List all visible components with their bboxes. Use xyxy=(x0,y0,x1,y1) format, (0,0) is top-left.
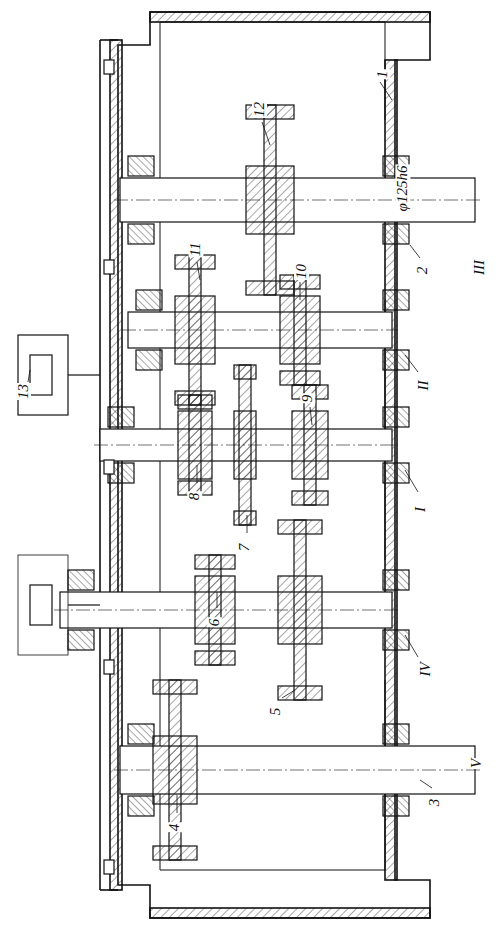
callout-number: 3 xyxy=(427,798,442,808)
callout-number: 5 xyxy=(268,707,283,717)
bearing xyxy=(383,570,409,590)
bearing xyxy=(128,796,154,816)
bearing xyxy=(128,156,154,176)
bearing xyxy=(383,630,409,650)
callout-number: 6 xyxy=(207,618,222,628)
bearing xyxy=(383,724,409,744)
callout-number: 13 xyxy=(16,383,31,400)
bearing xyxy=(108,407,134,427)
bearing xyxy=(383,290,409,310)
callout-number: V xyxy=(469,758,484,769)
bearing xyxy=(136,350,162,370)
gear-rim xyxy=(292,491,328,505)
callout-number: 2 xyxy=(415,266,430,276)
bolt xyxy=(104,460,114,474)
gear-rim xyxy=(234,365,256,379)
gear-rim xyxy=(178,395,212,409)
callout-number: 12 xyxy=(252,101,267,118)
gear-rim xyxy=(278,686,322,700)
callout-number: 9 xyxy=(300,394,315,404)
gear-rim xyxy=(153,680,197,694)
gear-web xyxy=(239,365,251,525)
gear-rim xyxy=(278,520,322,534)
bearing xyxy=(68,570,94,590)
bearing xyxy=(383,796,409,816)
center-line xyxy=(114,200,481,201)
callout-number: 8 xyxy=(187,492,202,502)
callout-number: 4 xyxy=(167,823,182,833)
callout-number: III xyxy=(472,259,487,276)
bolt xyxy=(104,660,114,674)
bearing xyxy=(68,630,94,650)
callout-number: II xyxy=(415,380,430,392)
bolt xyxy=(104,260,114,274)
bearing xyxy=(136,290,162,310)
gear-web xyxy=(294,275,306,385)
callout-number: 11 xyxy=(188,242,203,258)
gear-rim xyxy=(153,846,197,860)
gear-web xyxy=(169,680,181,860)
bolt xyxy=(104,60,114,74)
callout-number: 1 xyxy=(375,70,390,80)
gear-rim xyxy=(280,371,320,385)
bearing xyxy=(383,224,409,244)
bearing xyxy=(383,463,409,483)
gear-rim xyxy=(195,651,235,665)
bearing xyxy=(128,224,154,244)
gear-web xyxy=(189,255,201,405)
dimension-label: φ125h6 xyxy=(395,165,410,213)
gear-web xyxy=(189,395,201,495)
gear-rim xyxy=(195,555,235,569)
callout-number: 10 xyxy=(294,263,309,280)
gear-rim xyxy=(234,511,256,525)
gear-web xyxy=(294,520,306,700)
callout-number: I xyxy=(413,506,428,513)
callout-number: 7 xyxy=(237,543,252,553)
bearing xyxy=(383,350,409,370)
gear-web xyxy=(209,555,221,665)
callout-number: IV xyxy=(417,661,432,677)
bearing xyxy=(383,407,409,427)
center-line xyxy=(122,330,398,331)
bearing xyxy=(128,724,154,744)
bolt xyxy=(104,860,114,874)
